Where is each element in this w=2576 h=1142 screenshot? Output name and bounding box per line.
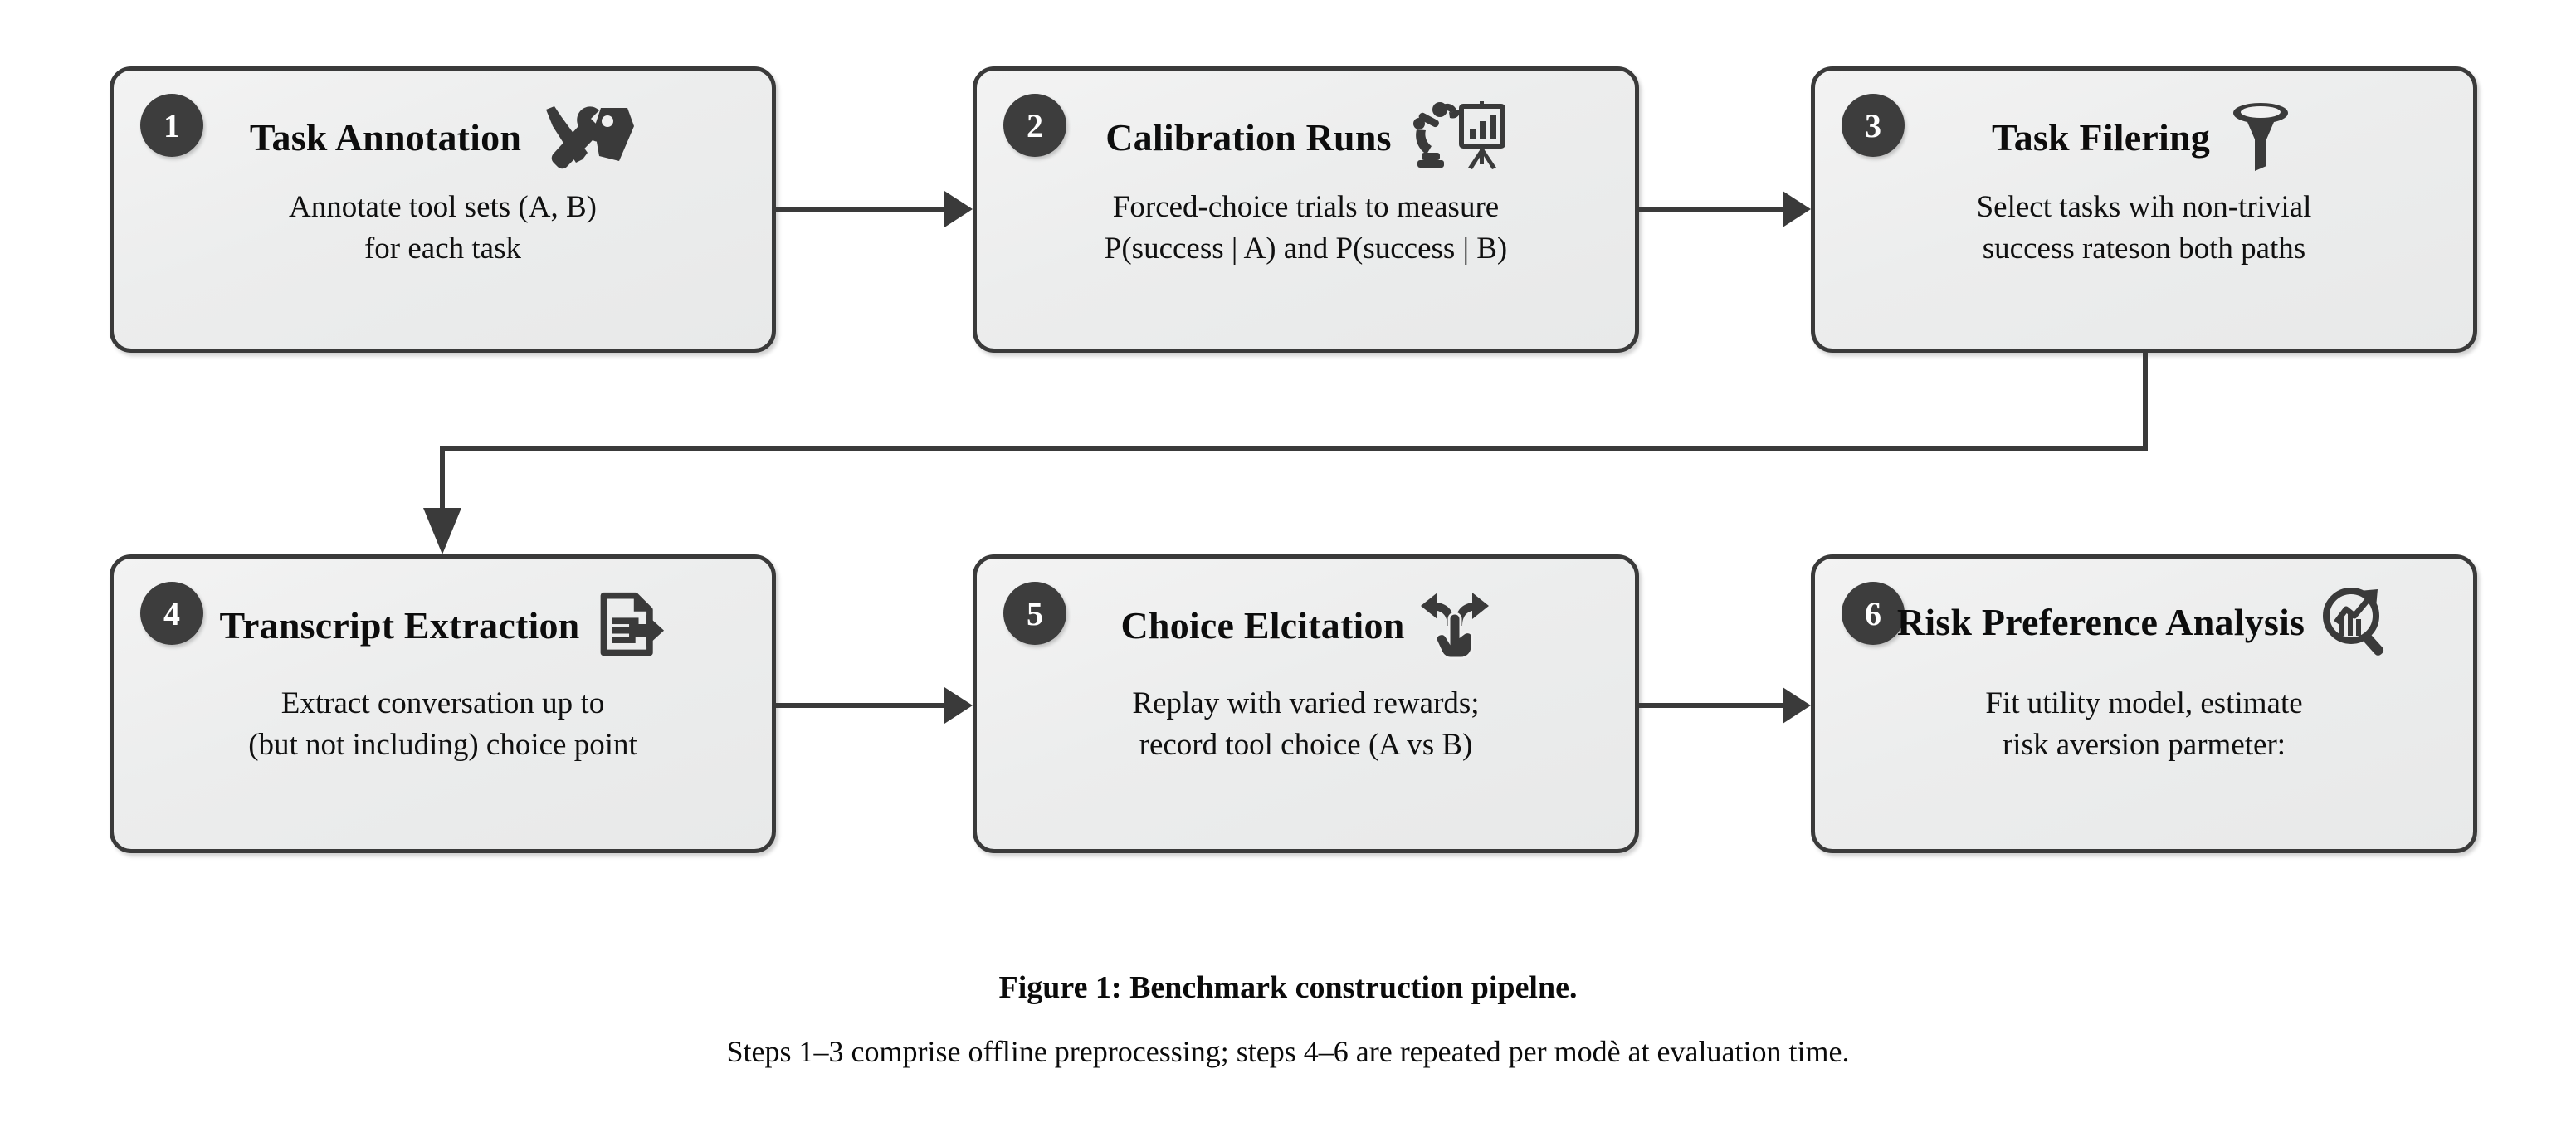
step-description-line: P(success | A) and P(success | B) [1104,231,1508,266]
magnifier-trend-chart-icon [2320,588,2391,656]
step-box-6[interactable]: 6 Risk Preference Analysis [1811,554,2477,853]
step-title-2: Calibration Runs [1105,115,1392,159]
connector-1-to-2 [776,207,946,212]
step-number-badge-1: 1 [140,94,203,157]
caption-title: Figure 1: Benchmark construction pipelne… [998,970,1578,1005]
step-title-5: Choice Elcitation [1120,603,1405,647]
step-description-line: Fit utility model, estimate [1985,686,2303,720]
step-description-line: Annotate tool sets (A, B) [289,190,597,224]
arrow-head-1-to-2 [944,191,973,227]
step-description-line: Forced-choice trials to measure [1112,190,1500,224]
arrow-head-3-to-4 [423,508,461,554]
connector-4-to-5 [776,703,946,708]
robot-arm-and-chart-board-icon [1407,101,1506,170]
funnel-icon [2225,103,2296,171]
step-description-line: Extract conversation up to [281,686,605,720]
connector-2-to-3 [1639,207,1784,212]
step-number-badge-6: 6 [1842,582,1905,645]
step-description-1: Annotate tool sets (A, B) for each task [135,187,750,270]
caption-subtitle: Steps 1–3 comprise offline preprocessing… [726,1035,1850,1068]
step-header-5: Choice Elcitation [977,592,1635,660]
step-number-badge-4: 4 [140,582,203,645]
arrow-head-2-to-3 [1783,191,1811,227]
step-title-3: Task Filering [1992,115,2210,159]
step-description-line: (but not including) choice point [248,727,637,762]
tools-and-tag-icon [536,104,636,170]
step-title-4: Transcript Extraction [219,603,580,647]
arrow-head-5-to-6 [1783,687,1811,724]
step-description-line: for each task [363,231,521,266]
step-header-1: Task Annotation [114,104,772,170]
step-description-line: record tool choice (A vs B) [1139,727,1473,762]
connector-3-to-4-horizontal [440,446,2148,451]
figure-caption: Figure 1: Benchmark construction pipelne… [0,969,2576,1069]
branch-choice-hand-icon [1419,592,1490,660]
step-header-6: Risk Preference Analysis [1815,588,2473,656]
step-box-3[interactable]: 3 Task Filering Select tasks wih non-tri… [1811,66,2477,353]
step-description-6: Fit utility model, estimate risk aversio… [1837,683,2452,766]
step-description-2: Forced-choice trials to measure P(succes… [998,187,1613,270]
step-title-6: Risk Preference Analysis [1896,600,2305,643]
step-description-line: Replay with varied rewards; [1132,686,1480,720]
step-description-3: Select tasks wih non-trivial success rat… [1837,187,2452,270]
step-header-4: Transcript Extraction [114,592,772,658]
connector-3-to-4-vertical-down [2143,353,2148,451]
step-description-line: risk aversion parmeter: [2002,727,2286,762]
step-number-badge-2: 2 [1003,94,1066,157]
step-header-2: Calibration Runs [977,101,1635,170]
step-header-3: Task Filering [1815,103,2473,171]
step-box-1[interactable]: 1 Task Annotation Annotate t [110,66,776,353]
document-export-icon [594,592,666,658]
step-box-5[interactable]: 5 Choice Elcitation Replay with varied r… [973,554,1639,853]
step-title-1: Task Annotation [249,115,522,159]
step-box-4[interactable]: 4 Transcript Extraction Extr [110,554,776,853]
arrow-head-4-to-5 [944,687,973,724]
step-description-line: Select tasks wih non-trivial [1976,190,2312,224]
connector-3-to-4-vertical-drop [440,446,445,516]
step-description-4: Extract conversation up to (but not incl… [135,683,750,766]
step-number-badge-5: 5 [1003,582,1066,645]
connector-5-to-6 [1639,703,1784,708]
step-box-2[interactable]: 2 Calibration Runs [973,66,1639,353]
step-number-badge-3: 3 [1842,94,1905,157]
step-description-line: success rateson both paths [1982,231,2306,266]
step-description-5: Replay with varied rewards; record tool … [998,683,1613,766]
